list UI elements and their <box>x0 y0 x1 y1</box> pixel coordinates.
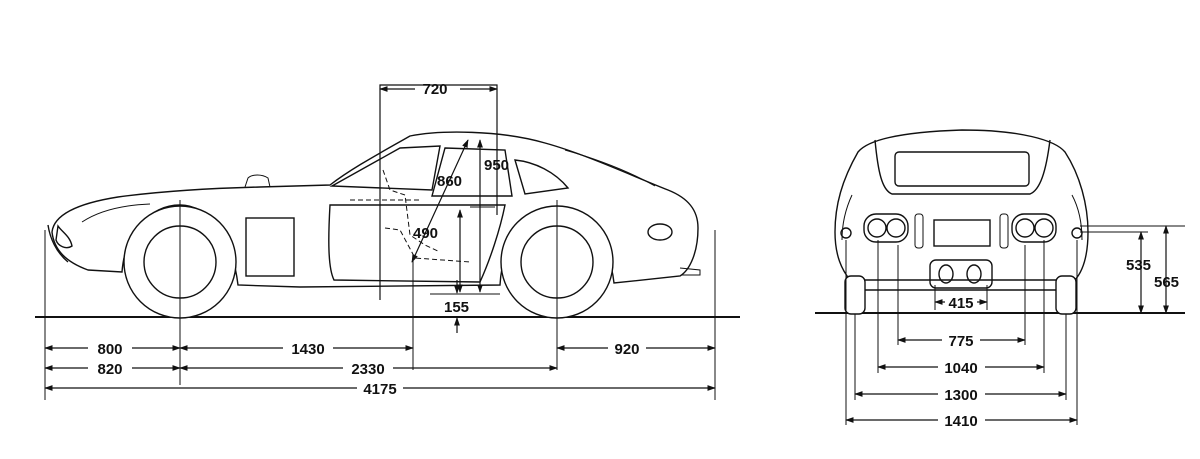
front-lamp <box>55 224 73 249</box>
door-outline <box>328 204 506 283</box>
dim-1410-label: 1410 <box>944 413 977 430</box>
left-rear-tyre <box>844 275 866 315</box>
dim-565-label: 565 <box>1154 274 1179 291</box>
dim-1300-label: 1300 <box>944 387 977 404</box>
dim-155-label: 155 <box>444 299 469 316</box>
dim-950-label: 950 <box>484 157 509 174</box>
side-vent <box>245 217 295 277</box>
dim-535-label: 535 <box>1126 257 1151 274</box>
dim-490-label: 490 <box>413 225 438 242</box>
left-exhaust <box>938 264 954 284</box>
dim-800-label: 800 <box>97 341 122 358</box>
rear-window-frame <box>874 139 1051 195</box>
left-marker-lamp <box>840 227 852 239</box>
rear-view: 535 565 415 775 1040 1300 141 <box>815 129 1185 430</box>
dim-775-label: 775 <box>948 333 973 350</box>
mirror <box>244 174 271 188</box>
dim-920-label: 920 <box>614 341 639 358</box>
right-haunch <box>1071 194 1083 241</box>
dim-860-line <box>411 139 469 263</box>
roof-edge <box>564 149 656 187</box>
side-body-outline <box>51 131 699 288</box>
rear-lamps-left <box>863 213 924 249</box>
dim-860-label: 860 <box>437 173 462 190</box>
right-marker-lamp <box>1071 227 1083 239</box>
rear-lamps-right <box>999 213 1057 249</box>
right-exhaust <box>966 264 982 284</box>
side-view: 720 950 860 490 155 800 1430 920 820 233… <box>35 81 740 400</box>
rear-quarter-window <box>514 159 570 195</box>
dim-720-label: 720 <box>422 81 447 98</box>
rear-side-lamp <box>647 223 673 241</box>
dim-820-label: 820 <box>97 361 122 378</box>
exhaust-tip <box>679 267 701 276</box>
front-lip <box>47 224 69 263</box>
dim-4175-label: 4175 <box>363 381 396 398</box>
rear-window-glass <box>894 151 1030 187</box>
windshield-glass <box>329 145 441 191</box>
dim-2330-label: 2330 <box>351 361 384 378</box>
hood-crease <box>81 203 151 223</box>
top-dim-box <box>379 84 498 300</box>
dim-1040-label: 1040 <box>944 360 977 377</box>
right-rear-tyre <box>1055 275 1077 315</box>
dim-415-label: 415 <box>948 295 973 312</box>
dim-1430-label: 1430 <box>291 341 324 358</box>
license-plate <box>933 219 991 247</box>
exhaust-housing <box>929 259 993 289</box>
